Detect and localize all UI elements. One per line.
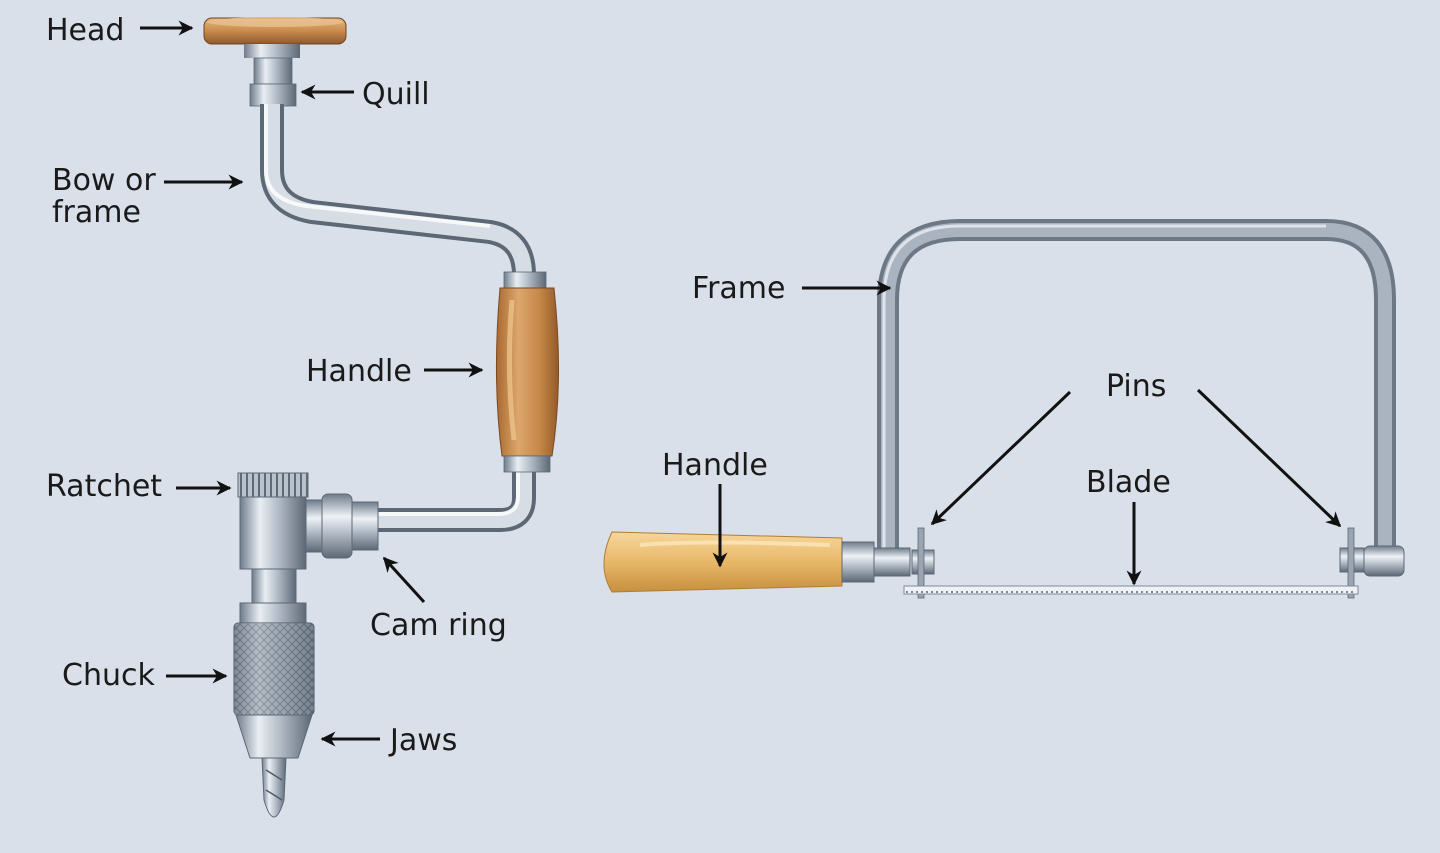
brace-jaws [235,714,313,818]
label-bow-line1: Bow or [52,163,156,198]
label-quill: Quill [362,77,430,112]
arrow-pins-left [930,390,1072,526]
saw-blade [903,585,1359,595]
arrow-cam-ring [382,556,426,604]
brace-drill [203,17,560,818]
label-ratchet: Ratchet [46,469,162,504]
label-brace-handle: Handle [306,354,412,389]
brace-ratchet [237,472,309,604]
label-pins: Pins [1106,369,1166,404]
label-saw-frame: Frame [692,271,785,306]
brace-handle [495,271,560,473]
callout-arrows [140,20,1342,747]
arrow-pins-right [1196,388,1342,528]
saw-handle [603,531,911,593]
label-head: Head [46,13,124,48]
brace-cam-ring [305,493,379,559]
brace-quill [249,57,297,107]
brace-head [203,17,347,58]
labels: Head Quill Bow or frame Handle Ratchet C… [46,13,1171,758]
label-chuck: Chuck [62,658,155,693]
brace-bow [260,104,536,532]
label-cam-ring: Cam ring [370,608,507,643]
label-blade: Blade [1086,465,1171,500]
coping-saw [603,219,1405,599]
label-jaws: Jaws [388,723,457,758]
label-bow-line2: frame [52,195,141,230]
saw-pins [911,527,1405,599]
label-saw-handle: Handle [662,448,768,483]
brace-chuck [233,602,315,716]
